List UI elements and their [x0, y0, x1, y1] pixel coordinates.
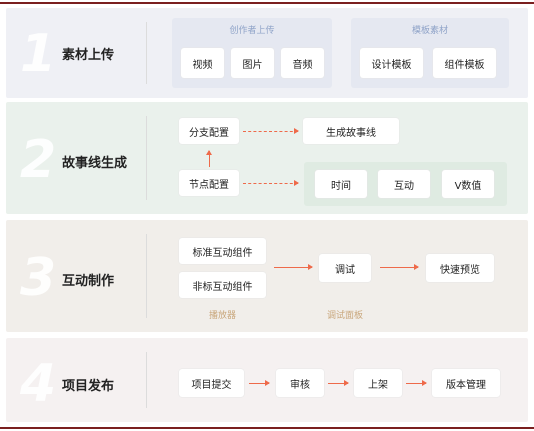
arrow — [380, 264, 419, 270]
section-material-upload: 1 素材上传 创作者上传 视频 图片 音频 模板素材 设计模板 组件模板 — [6, 8, 528, 98]
group-attributes: 时间 互动 V数值 — [304, 162, 507, 206]
group-template-material: 模板素材 设计模板 组件模板 — [351, 18, 509, 88]
arrow-up — [206, 150, 212, 167]
arrow — [243, 180, 299, 186]
group-creator-upload: 创作者上传 视频 图片 音频 — [172, 18, 332, 88]
box-design-template: 设计模板 — [360, 48, 423, 78]
section-number: 4 — [20, 354, 57, 414]
section-project-release: 4 项目发布 项目提交 审核 上架 版本管理 — [6, 338, 528, 422]
divider — [146, 234, 147, 318]
section-storyline: 2 故事线生成 分支配置 生成故事线 节点配置 时间 互动 V数值 — [6, 102, 528, 214]
section-interaction-production: 3 互动制作 标准互动组件 非标互动组件 播放器 调试 调试面板 快速预览 — [6, 220, 528, 332]
box-nonstandard-component: 非标互动组件 — [179, 272, 266, 298]
divider — [146, 22, 147, 84]
box-node-config: 节点配置 — [179, 170, 239, 196]
divider — [146, 116, 147, 200]
debug-panel-label: 调试面板 — [326, 311, 363, 321]
section-title: 故事线生成 — [62, 156, 128, 171]
box-v-value: V数值 — [442, 170, 494, 198]
arrow — [249, 380, 270, 386]
box-project-submit: 项目提交 — [179, 369, 244, 397]
divider — [146, 352, 147, 408]
box-branch-config: 分支配置 — [179, 118, 239, 144]
arrow — [243, 128, 299, 134]
section-number: 2 — [20, 130, 57, 190]
box-component-template: 组件模板 — [433, 48, 496, 78]
bottom-border — [0, 427, 534, 429]
box-video: 视频 — [181, 48, 224, 78]
box-standard-component: 标准互动组件 — [179, 238, 266, 264]
group-label: 创作者上传 — [229, 26, 275, 36]
box-debug: 调试 — [319, 254, 371, 282]
group-label: 模板素材 — [411, 26, 448, 36]
top-border — [0, 2, 534, 4]
box-publish: 上架 — [354, 369, 402, 397]
player-label: 播放器 — [208, 311, 236, 321]
section-number: 3 — [20, 248, 57, 308]
box-interaction: 互动 — [378, 170, 430, 198]
section-number: 1 — [20, 24, 57, 84]
box-time: 时间 — [315, 170, 367, 198]
arrow — [406, 380, 427, 386]
box-image: 图片 — [231, 48, 274, 78]
section-title: 素材上传 — [62, 48, 115, 63]
section-title: 项目发布 — [62, 379, 115, 394]
box-version-management: 版本管理 — [432, 369, 500, 397]
box-quick-preview: 快速预览 — [426, 254, 494, 282]
arrow — [328, 380, 349, 386]
arrow — [274, 264, 313, 270]
section-title: 互动制作 — [62, 274, 115, 289]
box-generate-storyline: 生成故事线 — [303, 118, 399, 144]
box-review: 审核 — [276, 369, 324, 397]
box-audio: 音频 — [281, 48, 324, 78]
